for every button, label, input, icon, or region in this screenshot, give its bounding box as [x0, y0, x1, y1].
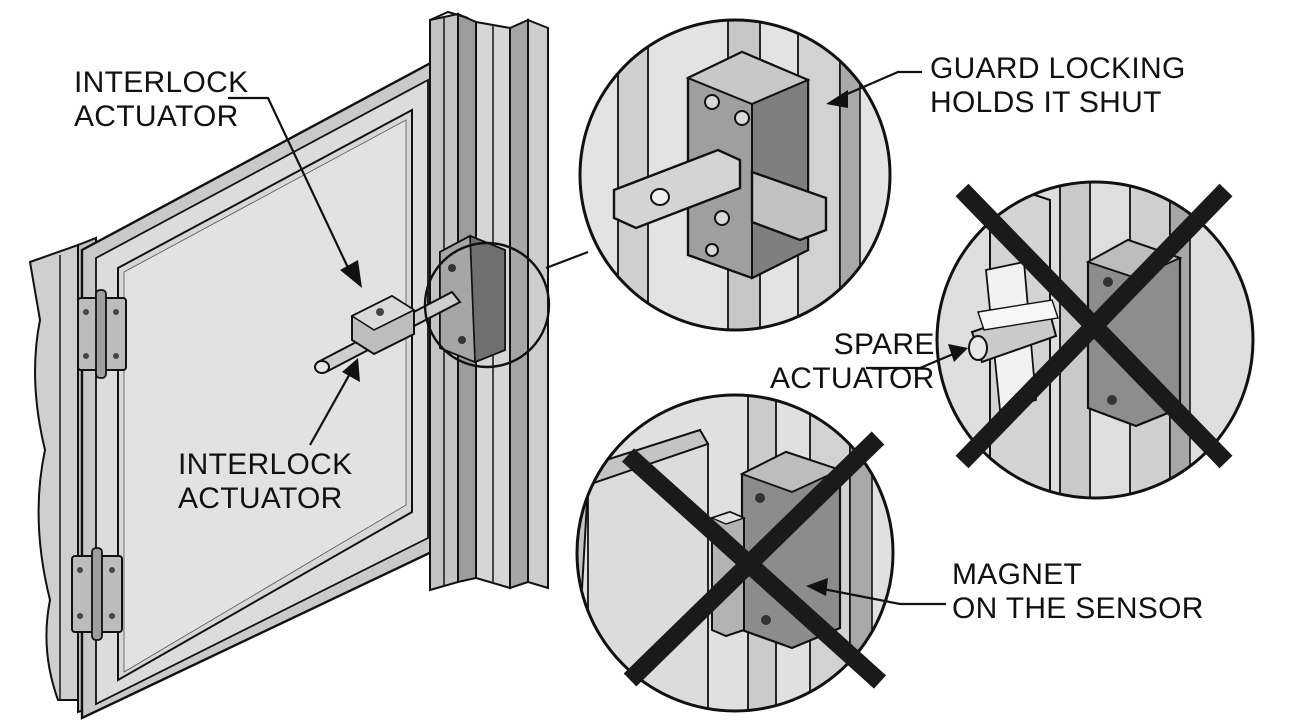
guard-gate-assembly [28, 10, 589, 720]
label-line: MAGNET [952, 558, 1083, 591]
arrow-head-icon [826, 90, 848, 108]
label-guard-locking: GUARD LOCKING HOLDS IT SHUT [930, 52, 1186, 120]
panel-spare-actuator [935, 180, 1255, 500]
prohibited-cross-icon [621, 431, 887, 689]
label-line: INTERLOCK [178, 448, 353, 481]
leader-lines [228, 70, 968, 606]
label-line: HOLDS IT SHUT [930, 86, 1162, 119]
label-line: ACTUATOR [74, 100, 239, 133]
label-line: SPARE [833, 328, 935, 361]
panel-magnet [575, 393, 895, 713]
fence-edge [28, 243, 79, 701]
upper-hinge [77, 289, 127, 379]
arrow-head-icon [806, 578, 828, 596]
label-interlock-actuator-bottom: INTERLOCK ACTUATOR [178, 448, 352, 516]
panel-guard-locking [578, 18, 892, 332]
arrow-head-icon [948, 344, 968, 362]
label-spare-actuator: SPARE ACTUATOR [770, 328, 935, 396]
label-line: ON THE SENSOR [952, 592, 1204, 625]
label-line: ACTUATOR [770, 362, 935, 395]
lower-hinge [71, 547, 123, 641]
label-interlock-actuator-top: INTERLOCK ACTUATOR [74, 66, 248, 134]
label-line: INTERLOCK [74, 66, 249, 99]
detail-callout-ring [423, 241, 551, 369]
label-line: GUARD LOCKING [930, 52, 1186, 85]
label-magnet-on-sensor: MAGNET ON THE SENSOR [952, 558, 1204, 626]
label-line: ACTUATOR [178, 482, 343, 515]
callout-connector [545, 250, 589, 270]
arrow-head-icon [340, 260, 362, 288]
prohibited-cross-icon [955, 183, 1233, 469]
arrow-head-icon [342, 358, 360, 382]
